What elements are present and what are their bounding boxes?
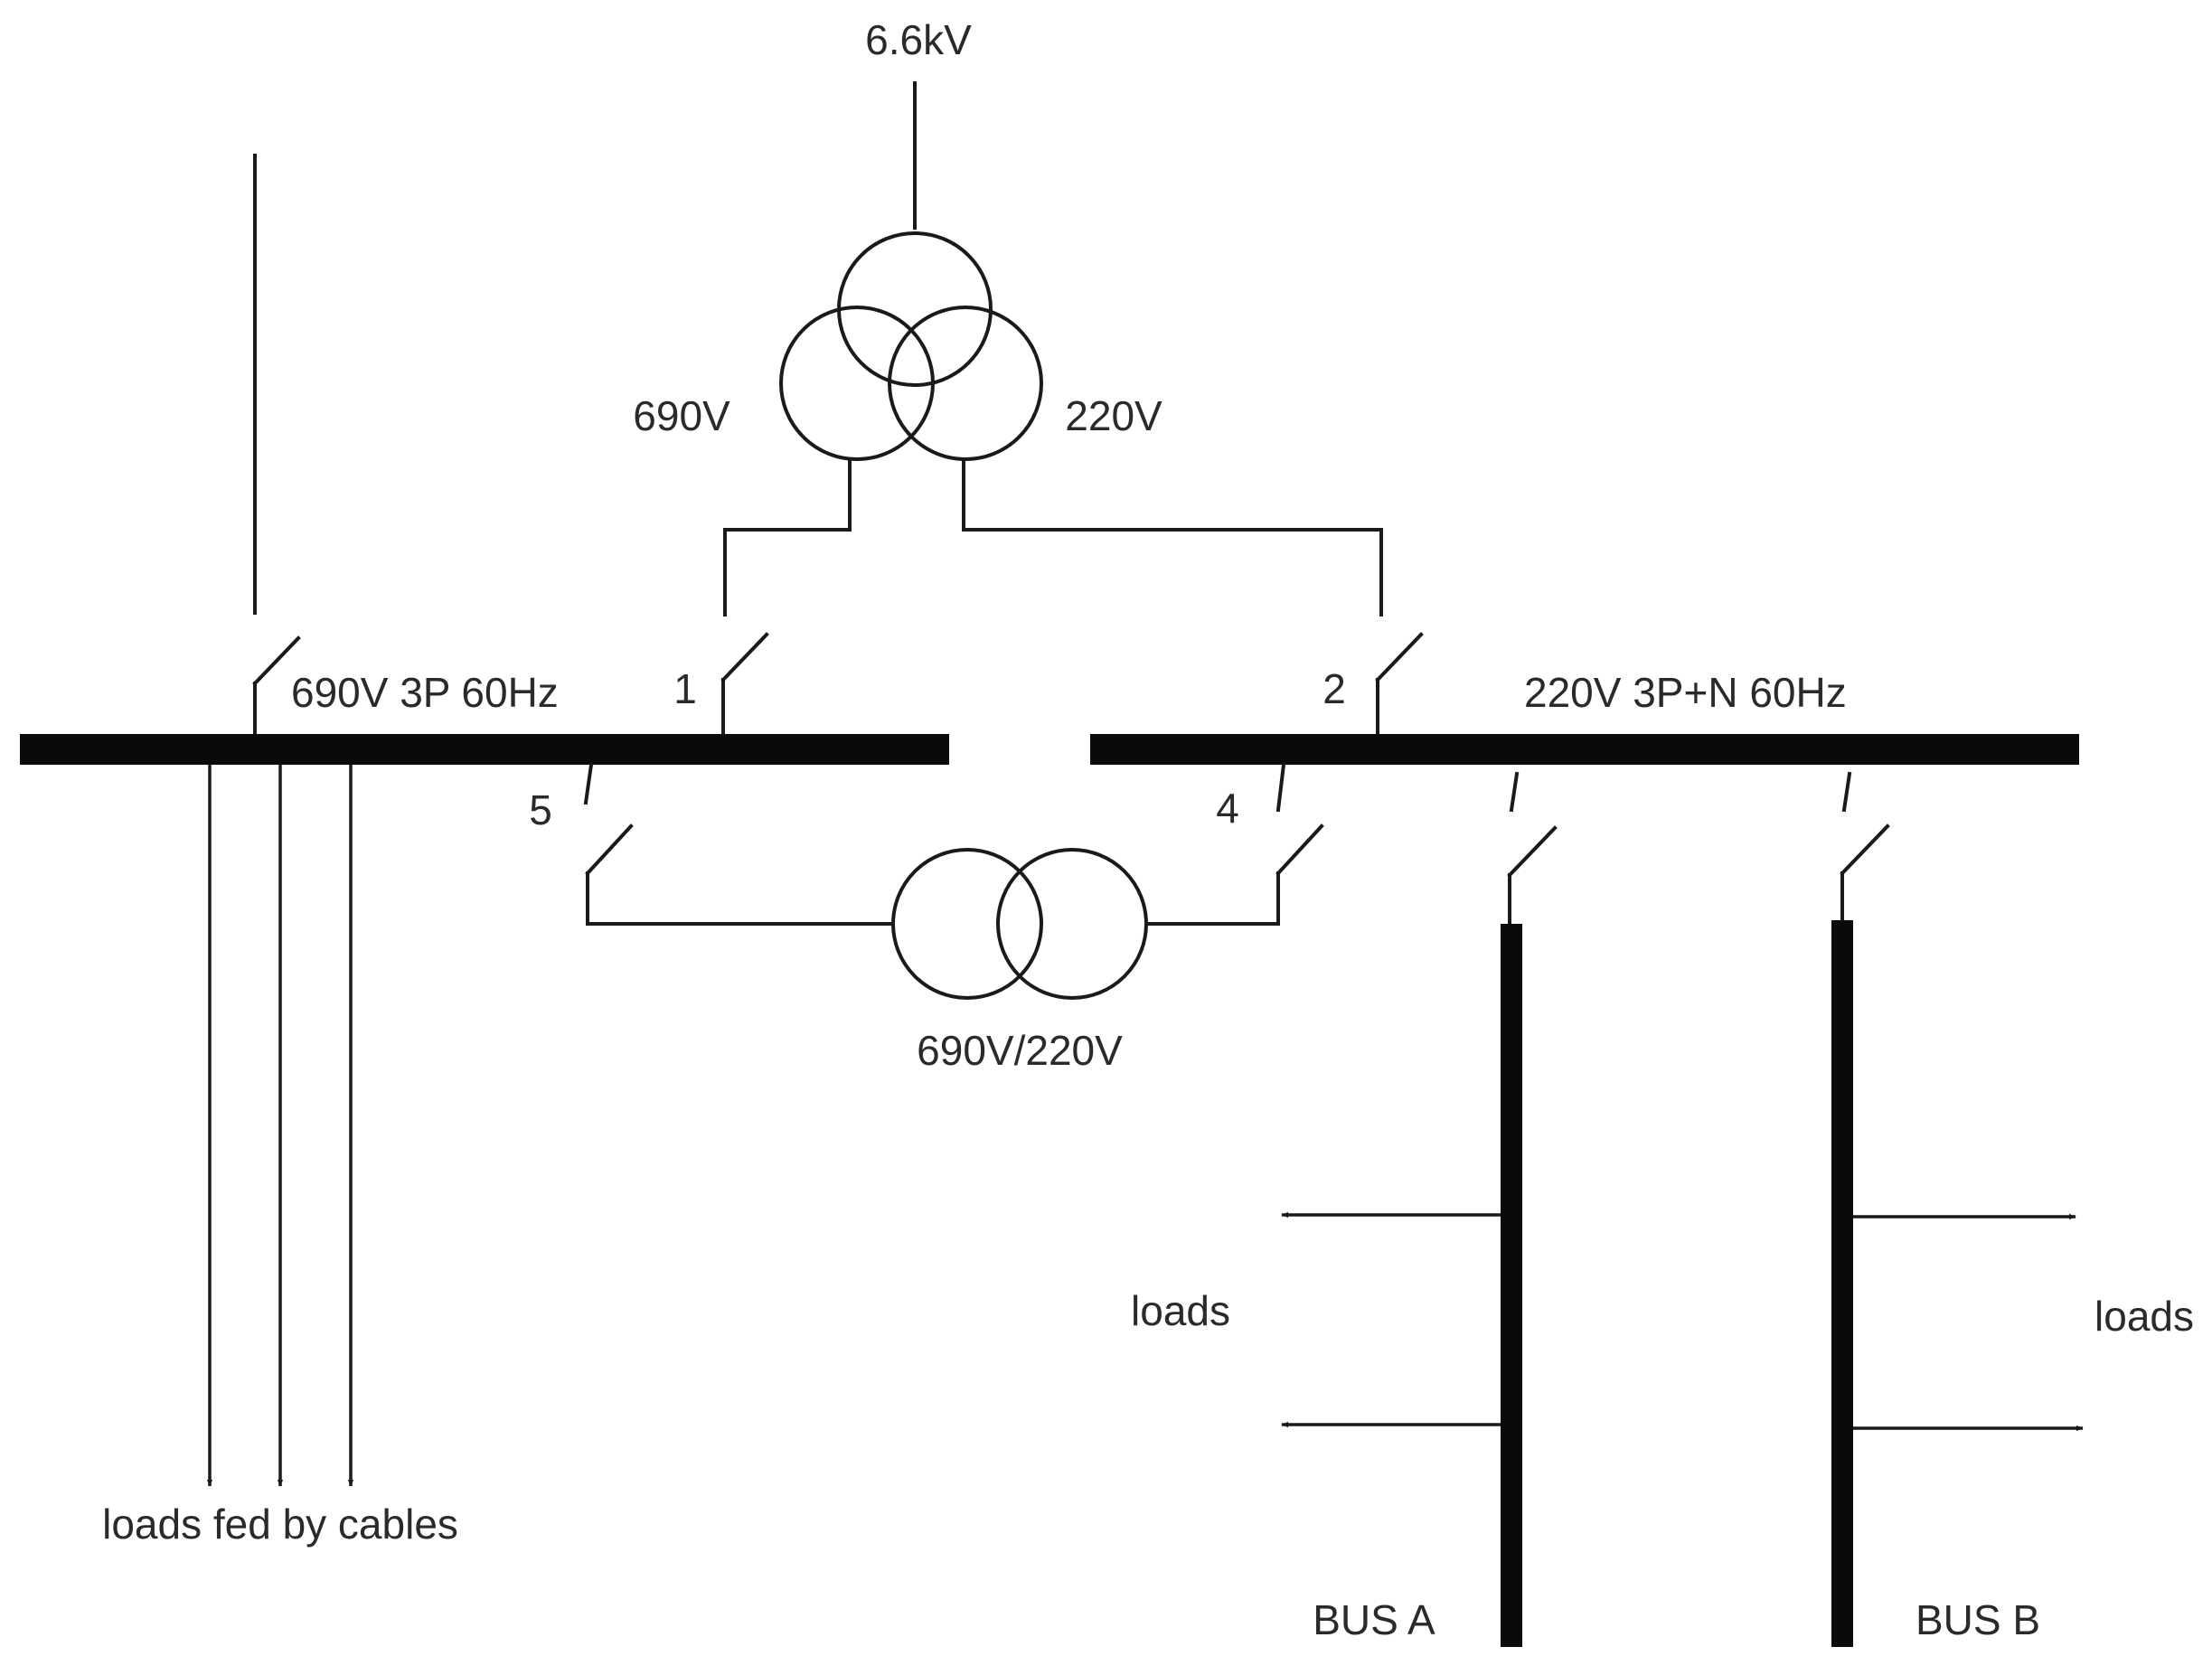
two-winding-transformer: [891, 848, 1148, 1000]
transformer-to-breaker-4-line: [1144, 871, 1280, 926]
transformer-2w-220v-coil: [996, 848, 1148, 1000]
transformer-690v-coil: [779, 306, 935, 461]
bus-b-feeder-breaker: [1840, 771, 1890, 922]
transformer-220v-label: 220V: [1065, 392, 1162, 439]
bus-a-busbar: [1501, 924, 1522, 1647]
breaker-5-label: 5: [529, 786, 552, 833]
three-winding-transformer: [779, 231, 1043, 461]
transformer-2w-690v-coil: [891, 848, 1043, 1000]
busbar-690v-label: 690V 3P 60Hz: [291, 669, 559, 716]
breaker-2-label: 2: [1322, 665, 1346, 712]
breaker-2: [1375, 632, 1424, 736]
busbar-220v: [1090, 734, 2079, 765]
transformer-690v-label: 690V: [633, 392, 730, 439]
breaker-1: [720, 632, 769, 736]
bus-a-feeder-breaker: [1507, 771, 1558, 926]
bus-b-label: BUS B: [1915, 1596, 2040, 1643]
left-incoming-breaker: [252, 635, 301, 736]
breaker-5-to-transformer-line: [586, 871, 895, 926]
busbar-220v-label: 220V 3P+N 60Hz: [1524, 669, 1847, 716]
feeder-690v-to-breaker-1: [723, 457, 852, 616]
bus-a-label: BUS A: [1313, 1596, 1435, 1643]
supply-voltage-label: 6.6kV: [865, 16, 972, 63]
bus-b-loads-label: loads: [2094, 1293, 2194, 1340]
bus-a-loads-label: loads: [1131, 1287, 1230, 1334]
breaker-4: [1275, 762, 1324, 876]
transformer-2w-label: 690V/220V: [917, 1027, 1123, 1074]
bus-b-busbar: [1831, 920, 1853, 1647]
breaker-1-label: 1: [673, 665, 697, 712]
busbar-690v: [20, 734, 949, 765]
breaker-5: [583, 762, 634, 876]
breaker-4-label: 4: [1216, 785, 1239, 832]
feeder-220v-to-breaker-2: [962, 457, 1383, 616]
cable-loads-label: loads fed by cables: [102, 1501, 458, 1548]
